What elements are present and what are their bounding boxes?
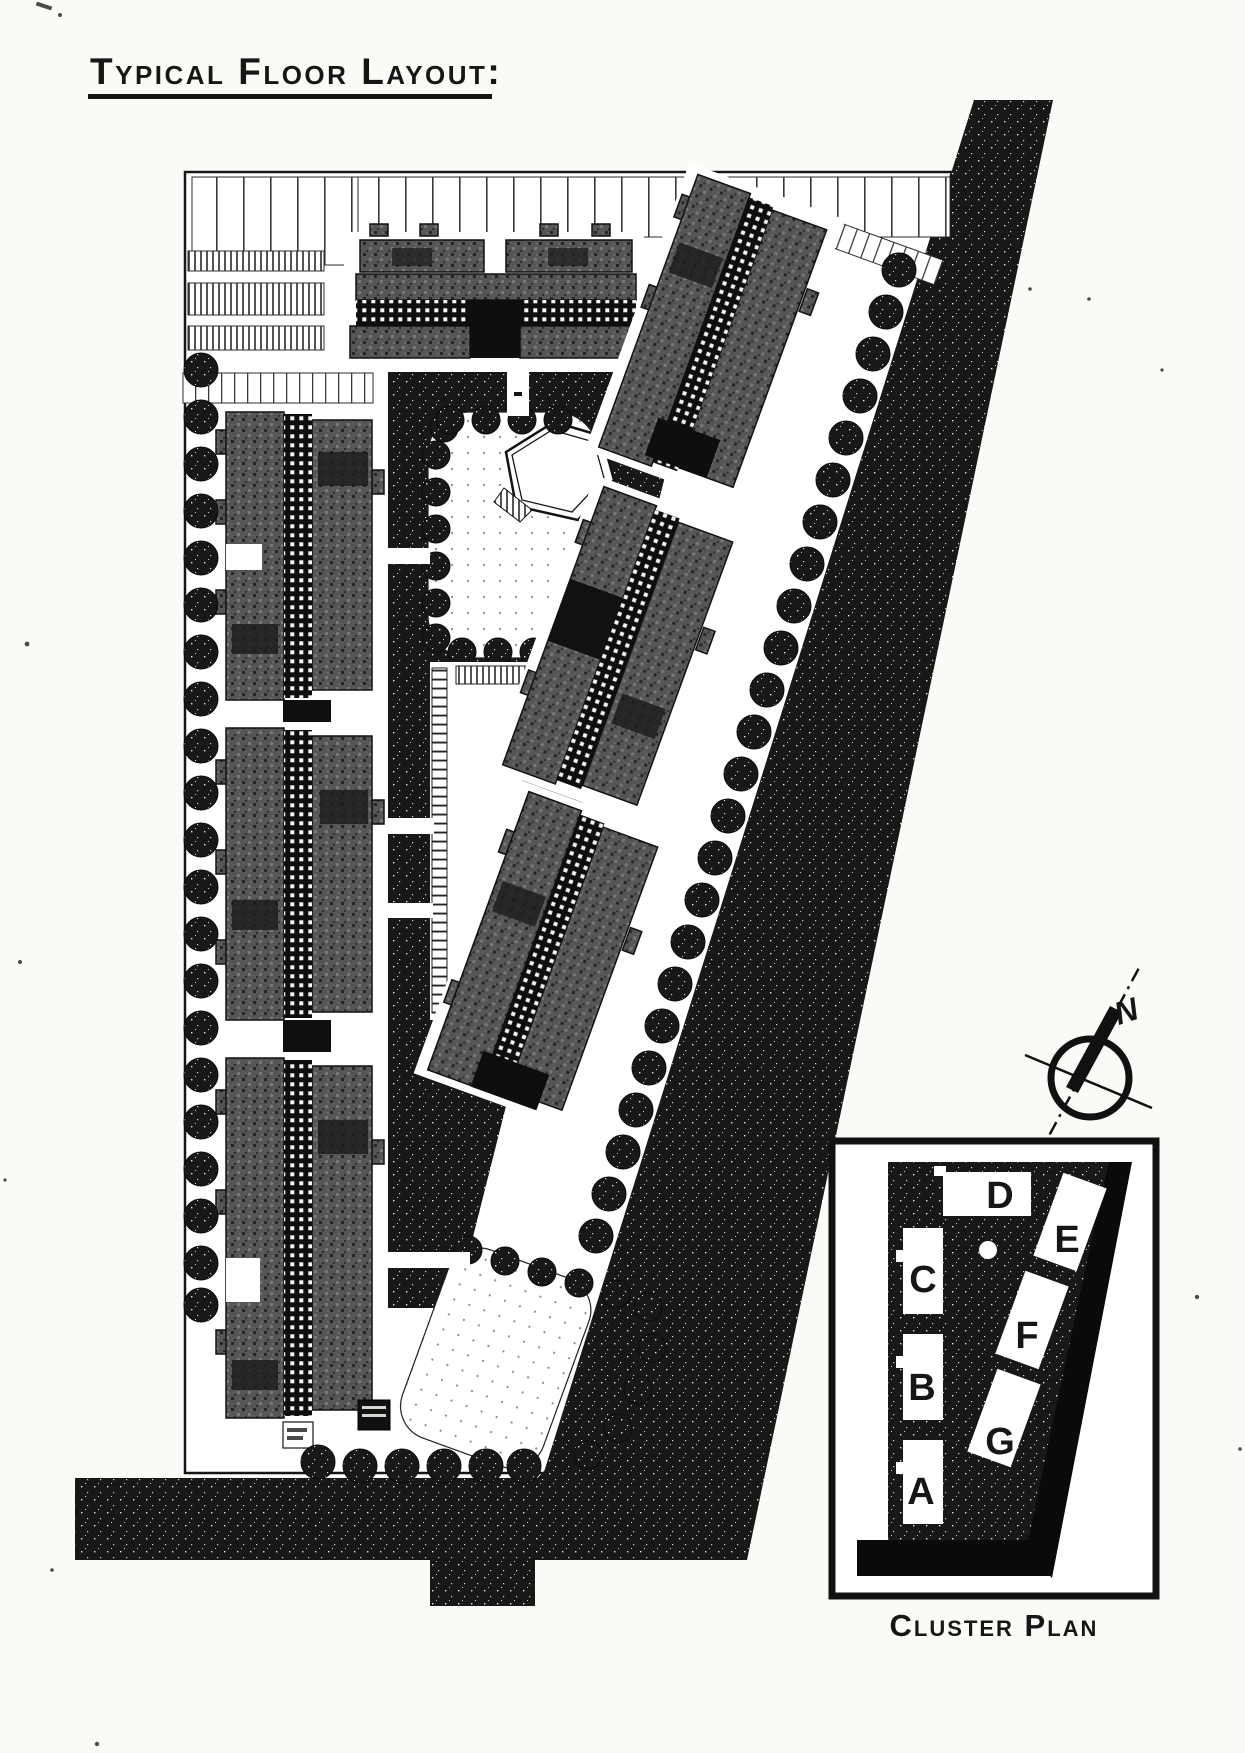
cluster-building-c <box>903 1228 943 1314</box>
ramp-west <box>431 667 448 1014</box>
building-g <box>413 780 677 1130</box>
road-bottom <box>75 1478 545 1560</box>
building-d <box>344 223 644 372</box>
compass-axis-line <box>1034 965 1142 1161</box>
road-bottom-step <box>430 1556 535 1606</box>
page-title: Typical Floor Layout: <box>90 51 502 92</box>
building-a <box>214 1052 386 1449</box>
guard-house <box>357 1399 391 1431</box>
title-underline <box>88 94 492 99</box>
cluster-building-a <box>903 1440 943 1524</box>
scan-dust-specks <box>3 1 1242 1747</box>
cluster-pond <box>979 1241 997 1259</box>
building-d-core <box>470 300 520 358</box>
building-e-corridor <box>652 197 774 472</box>
plan-note-box <box>282 1421 314 1449</box>
trees-left-boundary <box>183 352 219 1323</box>
cluster-plan-inset: D E C F B G A Cluster Plan <box>828 1137 1160 1643</box>
cluster-building-label-a: A <box>907 1471 934 1513</box>
building-e-core <box>644 417 721 478</box>
cluster-building-label-d: D <box>986 1175 1013 1217</box>
building-f-core <box>547 578 624 660</box>
building-b-corridor <box>284 730 312 1018</box>
building-c-corridor <box>284 414 312 698</box>
building-g-core <box>470 1050 550 1111</box>
building-c <box>214 406 386 740</box>
cluster-road <box>1026 1162 1132 1578</box>
road-diagonal <box>460 100 1053 1560</box>
cluster-building-label-b: B <box>908 1367 935 1409</box>
compass-circle <box>1047 1035 1133 1121</box>
building-b <box>214 722 386 1058</box>
building-f-corridor <box>556 509 680 790</box>
compass-cross-line <box>1024 1053 1153 1110</box>
cluster-building-b <box>903 1334 943 1420</box>
cluster-building-label-f: F <box>1015 1315 1038 1357</box>
cluster-building-label-g: G <box>985 1421 1015 1463</box>
road <box>75 100 1053 1606</box>
cluster-plan-caption: Cluster Plan <box>890 1608 1099 1643</box>
cluster-building-f <box>995 1270 1069 1370</box>
cluster-road-south <box>857 1540 1050 1576</box>
compass: N <box>1024 965 1153 1161</box>
cluster-building-e <box>1033 1172 1107 1272</box>
cluster-building-g <box>967 1368 1041 1468</box>
cluster-building-label-c: C <box>909 1259 936 1301</box>
cluster-building-label-e: E <box>1054 1219 1079 1261</box>
building-a-corridor <box>284 1060 312 1416</box>
compass-needle <box>1066 1006 1122 1093</box>
south-garden <box>399 1235 667 1470</box>
building-b-a-core <box>283 1020 331 1058</box>
cluster-building-d <box>943 1172 1031 1216</box>
building-f <box>488 475 752 825</box>
building-g-corridor <box>481 814 605 1095</box>
building-e <box>584 162 846 508</box>
